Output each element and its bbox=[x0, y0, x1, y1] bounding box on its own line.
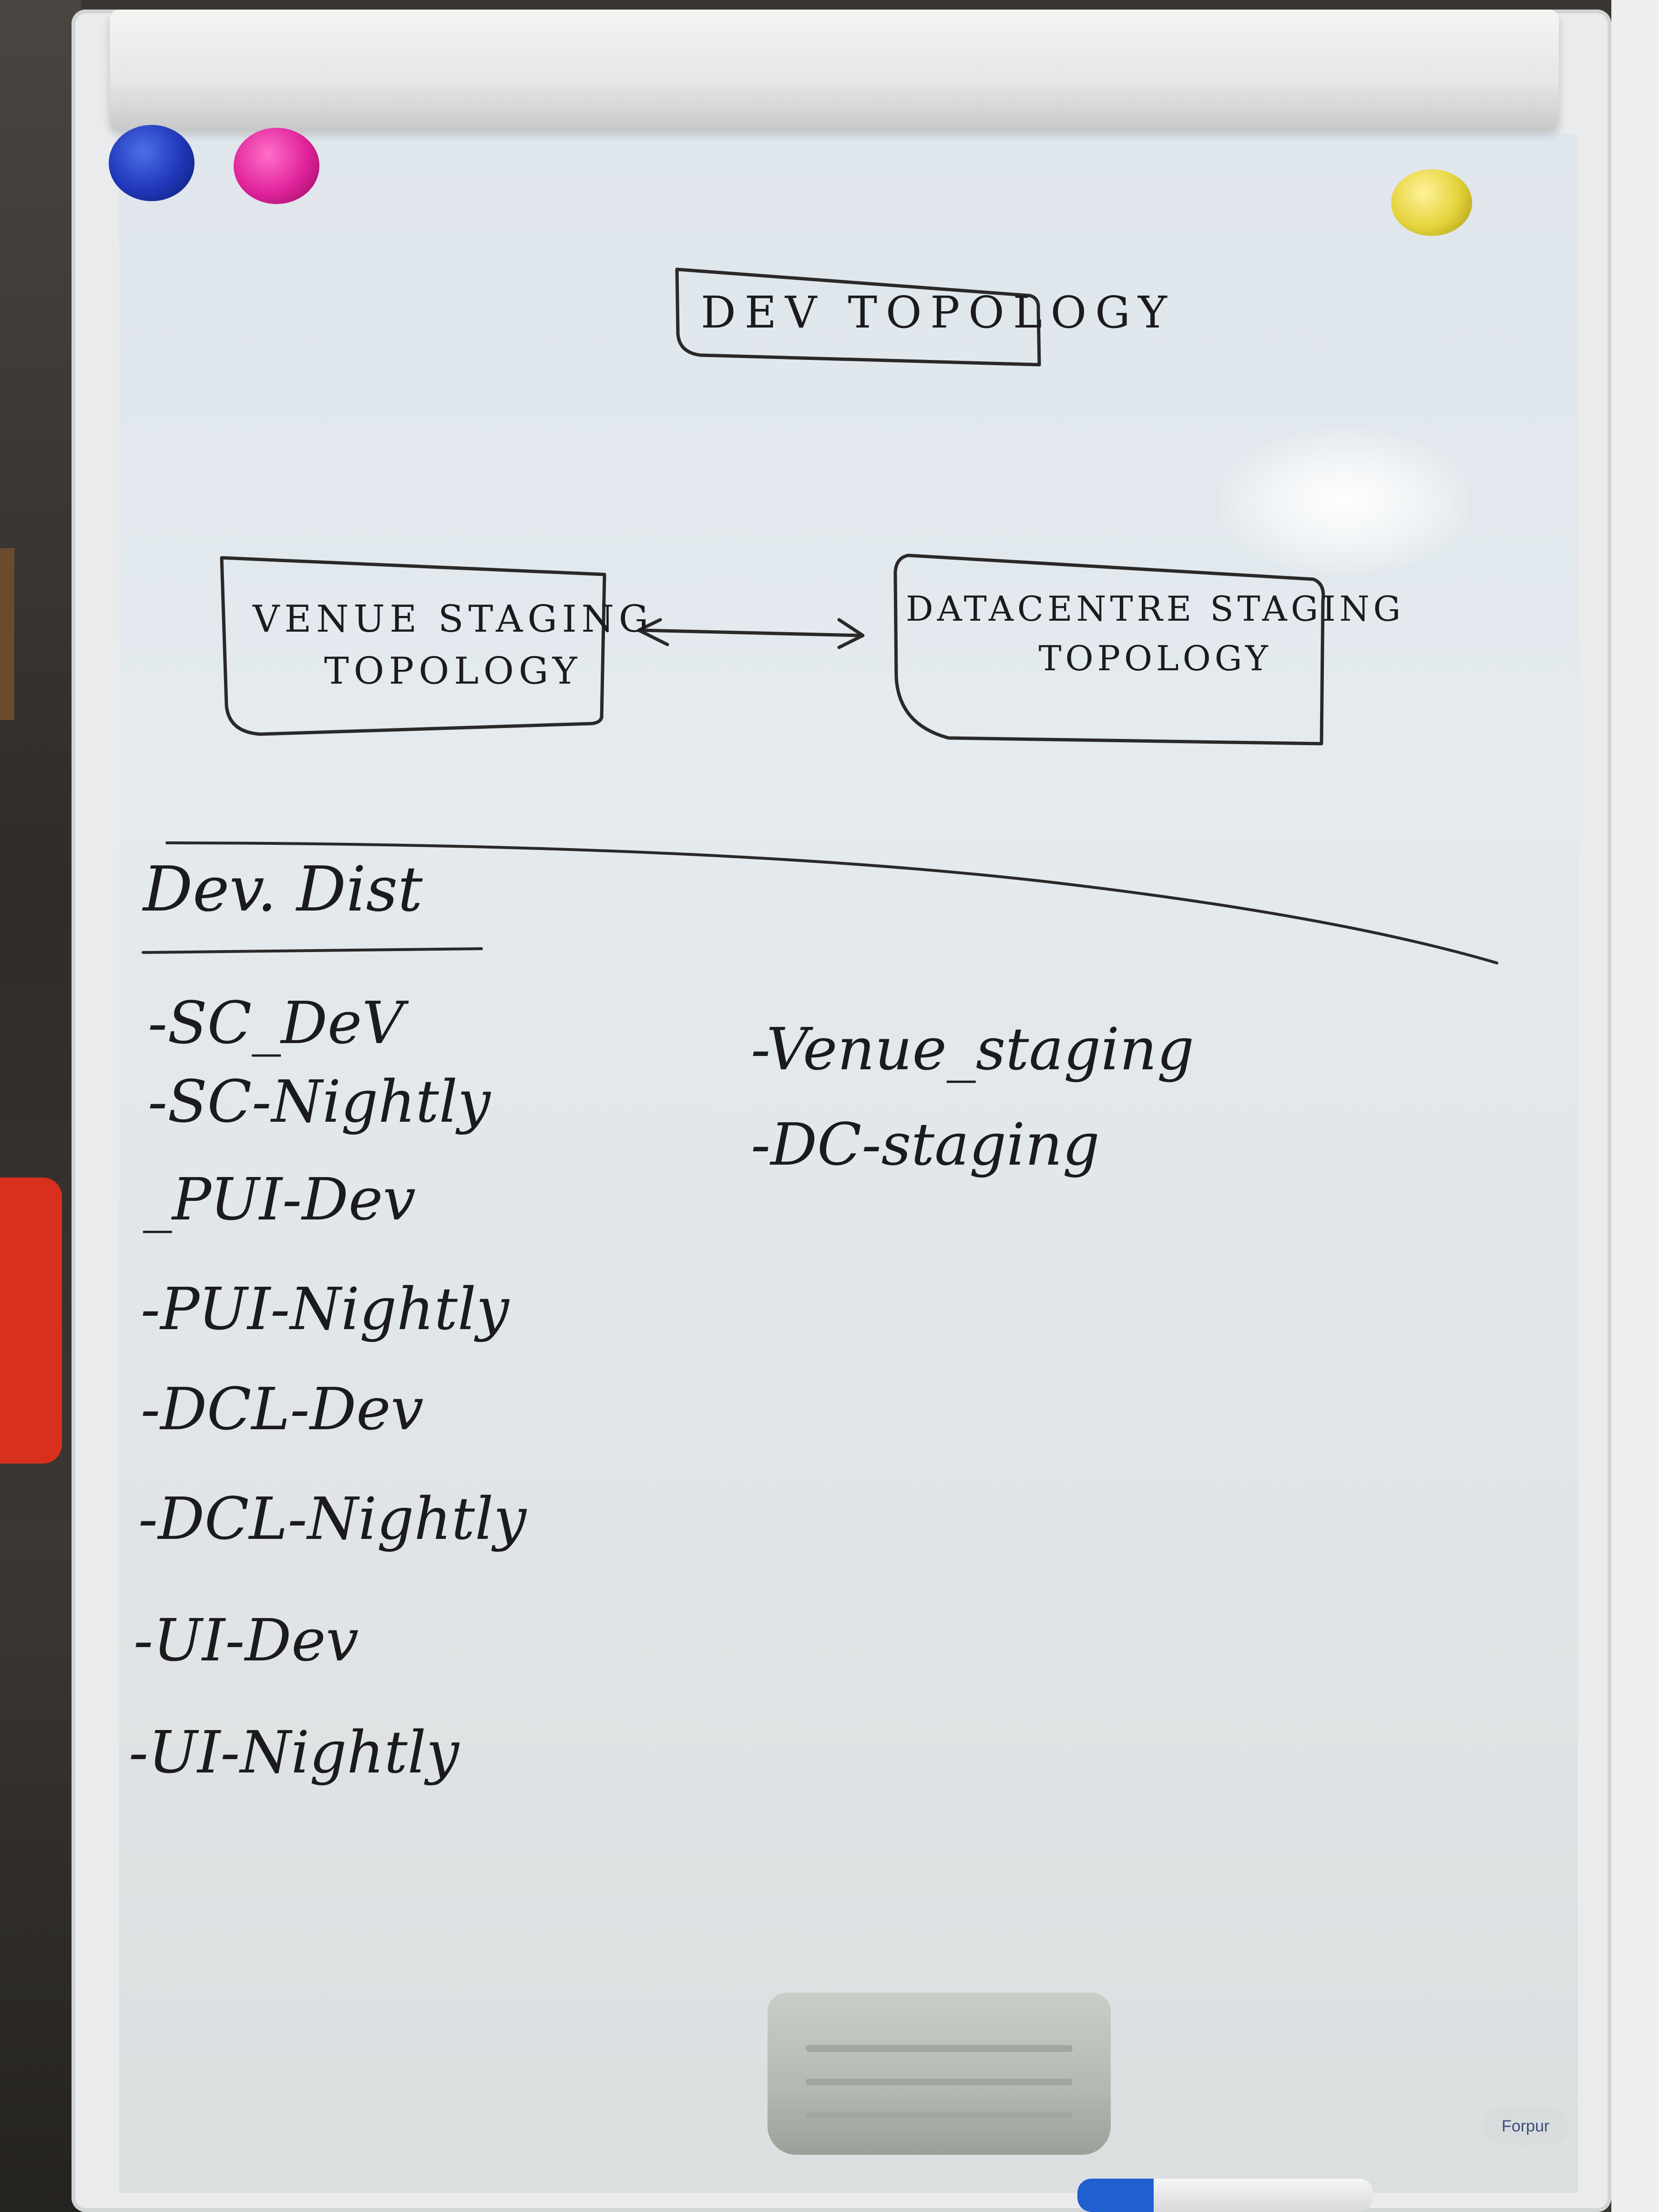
section-heading: Dev. Dist bbox=[143, 853, 423, 925]
paper-clip-bar bbox=[110, 10, 1559, 129]
venue-box-line2: TOPOLOGY bbox=[324, 650, 582, 693]
list-item: -PUI-Nightly bbox=[141, 1275, 509, 1343]
yellow-magnet[interactable] bbox=[1391, 169, 1472, 236]
heading-underline bbox=[142, 947, 483, 954]
marker-cap bbox=[1077, 2179, 1154, 2212]
eraser[interactable] bbox=[768, 1993, 1111, 2155]
wall-background bbox=[0, 0, 81, 2212]
venue-box bbox=[220, 556, 606, 736]
whiteboard-marker[interactable] bbox=[1077, 2179, 1373, 2212]
wall-right bbox=[1611, 0, 1659, 2212]
pink-magnet[interactable] bbox=[234, 128, 319, 204]
datacentre-box-line1: DATACENTRE STAGING bbox=[906, 589, 1405, 629]
board-title: DEV TOPOLOGY bbox=[701, 287, 1176, 338]
list-item: -DCL-Dev bbox=[141, 1375, 424, 1443]
list-item: -DC-staging bbox=[751, 1111, 1100, 1178]
eraser-ridge bbox=[806, 2079, 1073, 2085]
eraser-ridge bbox=[806, 2045, 1073, 2052]
datacentre-box-line2: TOPOLOGY bbox=[1038, 638, 1272, 679]
eraser-ridge bbox=[806, 2112, 1073, 2119]
datacentre-box bbox=[893, 553, 1325, 746]
list-item: -SC-Nightly bbox=[148, 1068, 491, 1136]
blue-magnet[interactable] bbox=[109, 125, 195, 201]
light-glare bbox=[1220, 429, 1468, 572]
venue-staging-box-text: VENUE STAGING TOPOLOGY bbox=[253, 594, 653, 697]
list-item: -UI-Nightly bbox=[129, 1719, 459, 1786]
list-item: _PUI-Dev bbox=[143, 1166, 416, 1233]
list-item: -UI-Dev bbox=[133, 1607, 359, 1674]
red-cloth bbox=[0, 1178, 62, 1464]
list-item: -SC_DeV bbox=[148, 989, 404, 1057]
brand-logo: Forpur bbox=[1483, 2107, 1568, 2145]
venue-box-line1: VENUE STAGING bbox=[253, 598, 654, 641]
double-arrow bbox=[637, 618, 865, 649]
list-item: -Venue_staging bbox=[751, 1015, 1194, 1083]
datacentre-staging-box-text: DATACENTRE STAGING TOPOLOGY bbox=[906, 584, 1404, 684]
divider-line bbox=[165, 841, 1498, 964]
list-item: -DCL-Nightly bbox=[138, 1485, 527, 1553]
door-trim bbox=[0, 548, 14, 720]
title-box bbox=[675, 267, 1041, 367]
